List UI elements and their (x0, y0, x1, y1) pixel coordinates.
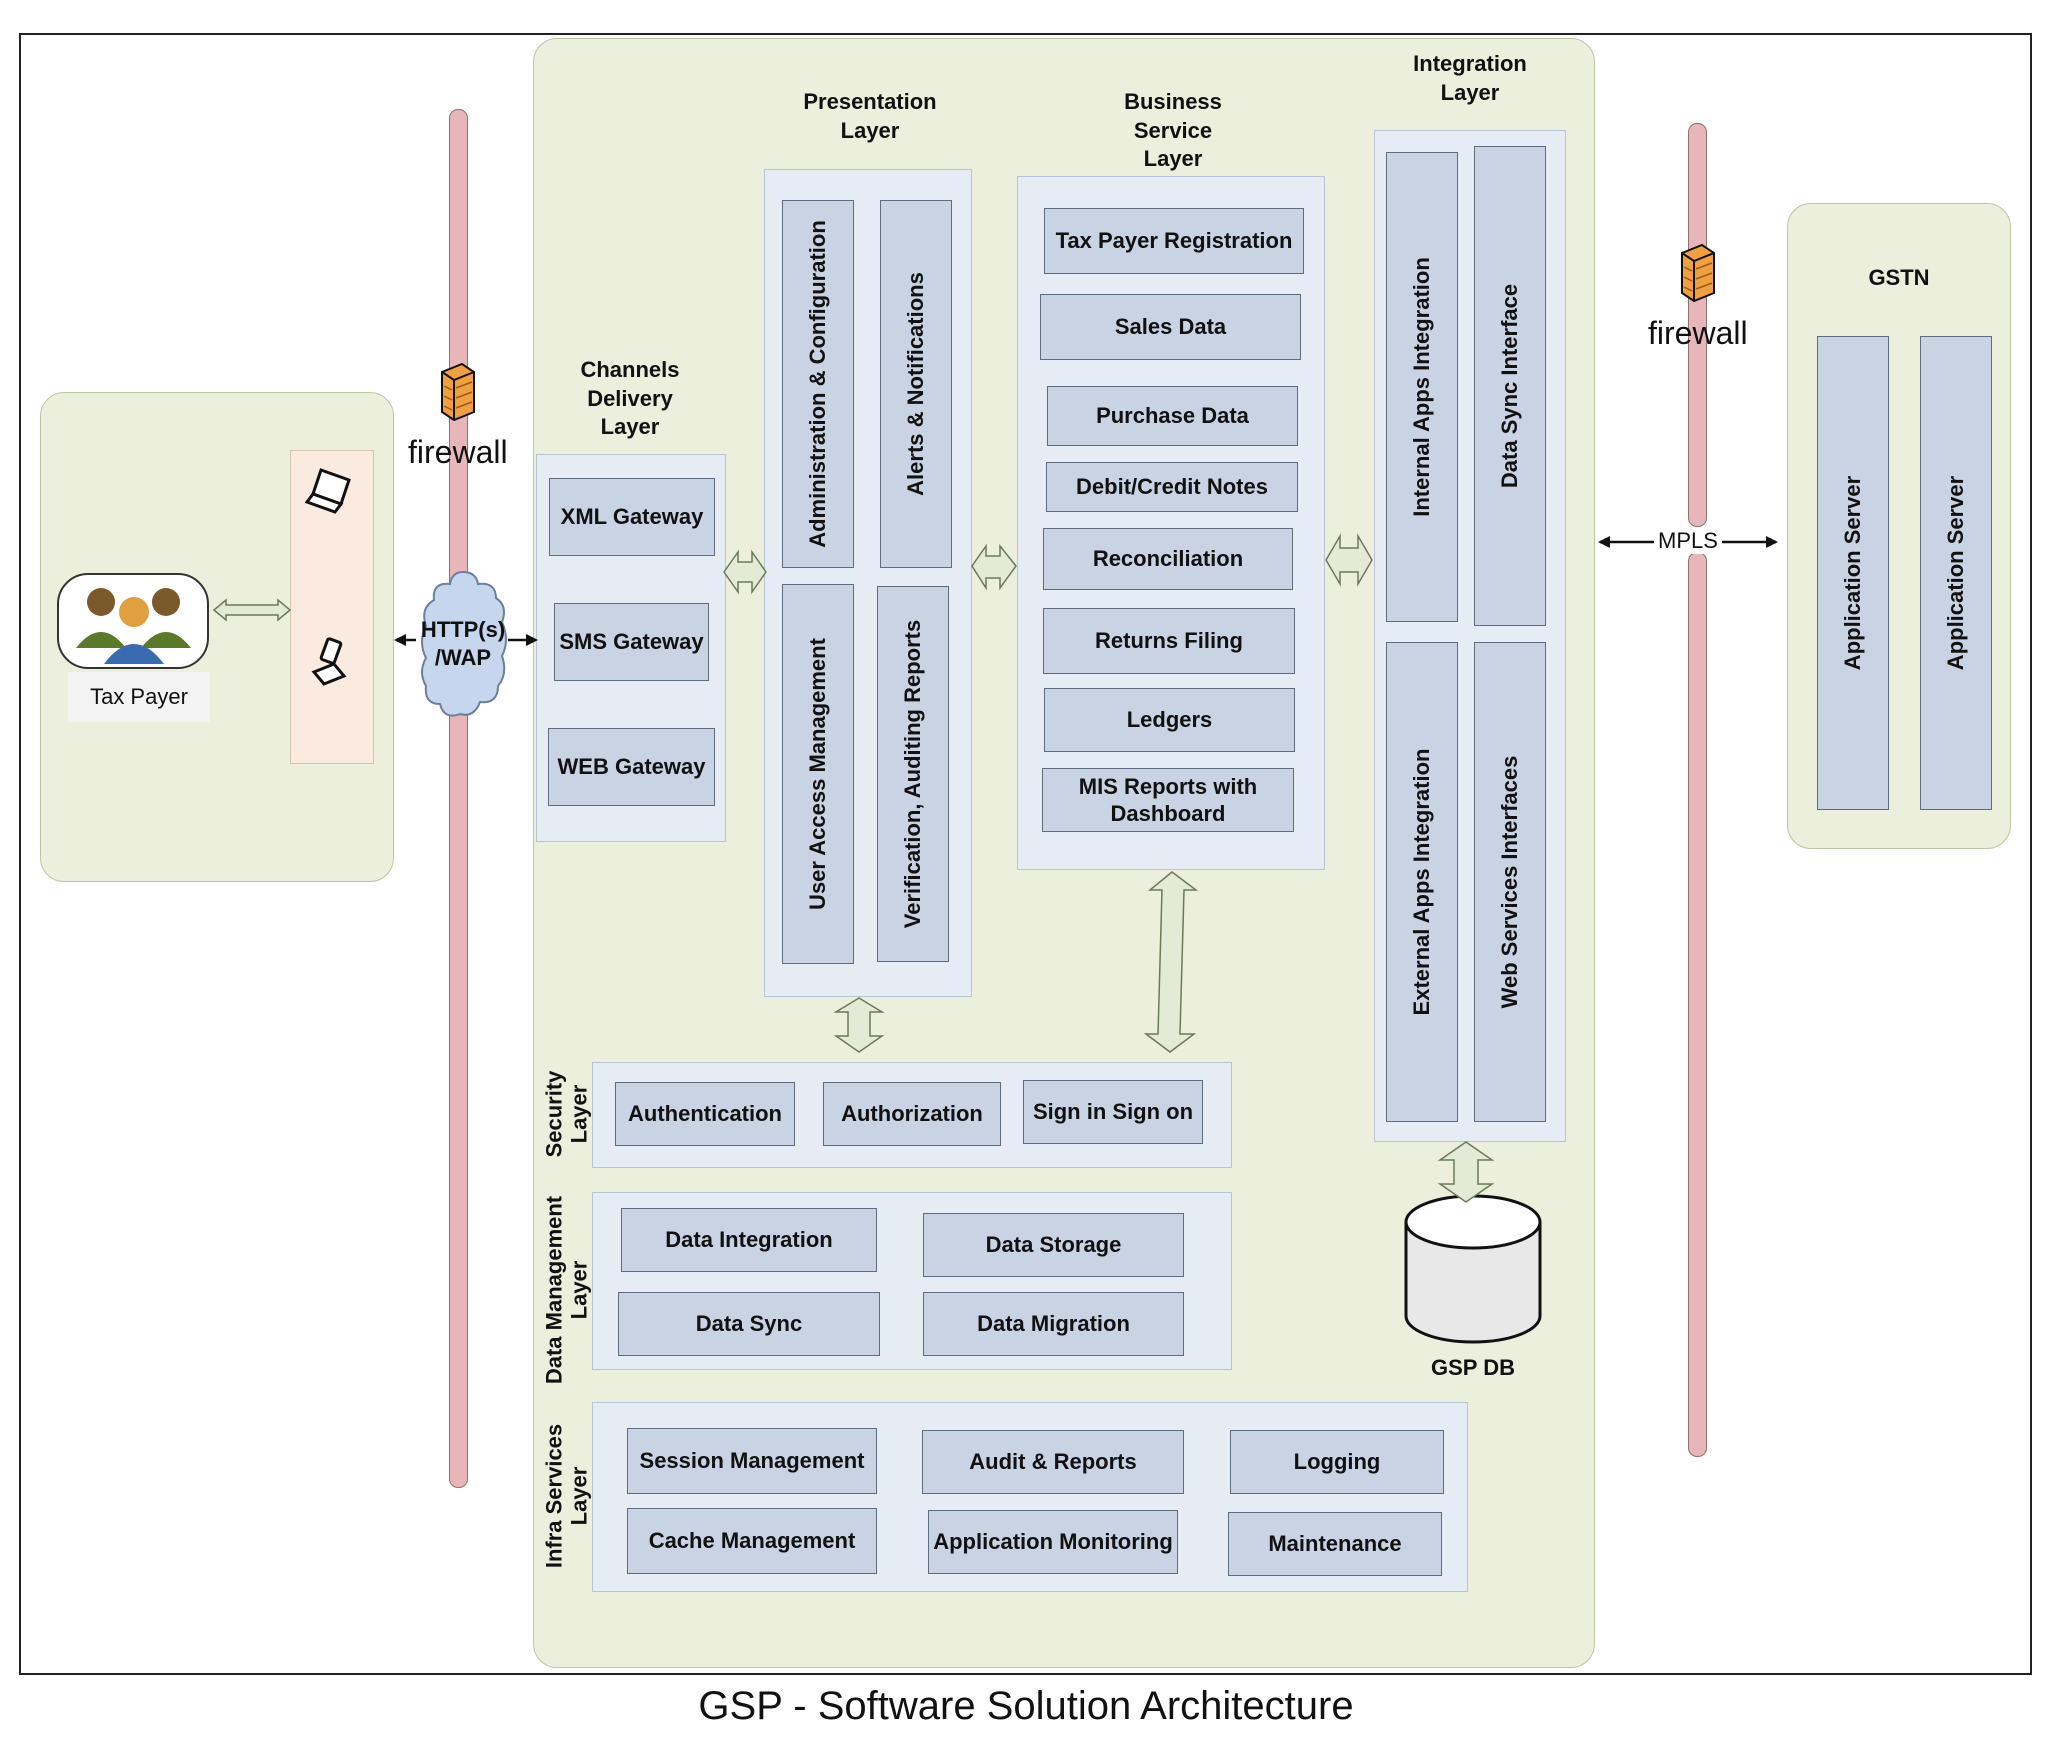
business-layer-panel (1017, 176, 1325, 870)
audit-reports-box: Audit & Reports (922, 1430, 1184, 1494)
reconciliation-box: Reconciliation (1043, 528, 1293, 590)
firewall-icon-right (1680, 243, 1716, 303)
mis-reports-box: MIS Reports with Dashboard (1042, 768, 1294, 832)
session-management-box: Session Management (627, 1428, 877, 1494)
data-integration-box: Data Integration (621, 1208, 877, 1272)
purchase-data-box: Purchase Data (1047, 386, 1298, 446)
infra-title-line: Infra Services (541, 1423, 567, 1569)
http-cloud-line2: /WAP (434, 645, 492, 670)
admin-config-label: Administration & Configuration (805, 220, 830, 548)
web-services-interfaces-label: Web Services Interfaces (1497, 755, 1522, 1009)
returns-filing-box: Returns Filing (1043, 608, 1295, 674)
application-monitoring-box: Application Monitoring (928, 1510, 1178, 1574)
data-management-title-line: Data Management (541, 1195, 567, 1385)
web-gateway-box: WEB Gateway (548, 728, 715, 806)
mis-reports-label: MIS Reports with Dashboard (1078, 773, 1258, 827)
user-access-management-label: User Access Management (805, 638, 830, 910)
user-access-management-box: User Access Management (782, 584, 854, 964)
channels-layer-title: Channels Delivery Layer (560, 356, 700, 442)
channels-title-line: Channels (580, 357, 680, 382)
tax-payer-registration-box: Tax Payer Registration (1044, 208, 1304, 274)
tax-payer-label: Tax Payer (68, 672, 210, 722)
data-sync-interface-label: Data Sync Interface (1497, 283, 1522, 489)
firewall-pipe-right-top (1688, 123, 1707, 527)
presentation-title-line: Layer (840, 117, 900, 143)
mobile-device-icon (308, 636, 352, 688)
integration-layer-title: Integration Layer (1370, 50, 1570, 107)
application-server-label: Application Server (1840, 475, 1865, 671)
data-sync-interface-box: Data Sync Interface (1474, 146, 1546, 626)
http-cloud-line1: HTTP(s) (420, 617, 506, 642)
authentication-box: Authentication (615, 1082, 795, 1146)
business-layer-title: Business Service Layer (1073, 88, 1273, 174)
verification-auditing-box: Verification, Auditing Reports (877, 586, 949, 962)
http-cloud-label: HTTP(s) /WAP (418, 616, 508, 672)
firewall-icon-left (440, 362, 476, 422)
sign-in-sign-on-box: Sign in Sign on (1023, 1080, 1203, 1144)
verification-auditing-label: Verification, Auditing Reports (900, 619, 925, 929)
cache-management-box: Cache Management (627, 1508, 877, 1574)
business-title-line: Layer (1143, 146, 1203, 172)
business-title-line: Business (1124, 89, 1222, 114)
application-server-box: Application Server (1817, 336, 1889, 810)
presentation-title-line: Presentation (803, 89, 937, 114)
gsp-db-icon (1402, 1192, 1544, 1348)
sms-gateway-box: SMS Gateway (554, 603, 709, 681)
security-layer-title: Security Layer (542, 1071, 593, 1158)
xml-gateway-box: XML Gateway (549, 478, 715, 556)
debit-credit-notes-box: Debit/Credit Notes (1046, 462, 1298, 512)
data-management-title-line: Layer (567, 1260, 592, 1320)
internal-apps-integration-label: Internal Apps Integration (1409, 257, 1434, 517)
integration-title-line: Layer (1440, 79, 1500, 105)
gstn-title: GSTN (1868, 265, 1930, 290)
ledgers-box: Ledgers (1044, 688, 1295, 752)
channels-title-line: Layer (600, 414, 660, 440)
channels-title-line: Delivery (587, 385, 673, 411)
presentation-layer-title: Presentation Layer (770, 88, 970, 145)
external-apps-integration-box: External Apps Integration (1386, 642, 1458, 1122)
business-title-line: Service (1133, 117, 1213, 143)
http-cloud-icon (418, 568, 508, 720)
infra-layer-title: Infra Services Layer (542, 1424, 593, 1568)
web-services-interfaces-box: Web Services Interfaces (1474, 642, 1546, 1122)
logging-box: Logging (1230, 1430, 1444, 1494)
application-server-label: Application Server (1943, 475, 1968, 671)
alerts-notifications-box: Alerts & Notifications (880, 200, 952, 568)
firewall-label-right: firewall (1648, 315, 1748, 351)
firewall-label-left: firewall (408, 434, 508, 470)
maintenance-box: Maintenance (1228, 1512, 1442, 1576)
diagram-caption: GSP - Software Solution Architecture (698, 1684, 1354, 1728)
data-storage-box: Data Storage (923, 1213, 1184, 1277)
external-apps-integration-label: External Apps Integration (1409, 748, 1434, 1016)
security-title-line: Layer (567, 1084, 592, 1144)
authorization-box: Authorization (823, 1082, 1001, 1146)
internal-apps-integration-box: Internal Apps Integration (1386, 152, 1458, 622)
admin-config-box: Administration & Configuration (782, 200, 854, 568)
diagram-frame (19, 33, 2032, 1675)
firewall-pipe-left (449, 109, 468, 1488)
data-sync-box: Data Sync (618, 1292, 880, 1356)
sales-data-box: Sales Data (1040, 294, 1301, 360)
alerts-notifications-label: Alerts & Notifications (903, 272, 928, 496)
mpls-label: MPLS (1654, 528, 1722, 554)
tax-payer-users-icon (56, 572, 210, 670)
gsp-db-label: GSP DB (1431, 1355, 1515, 1380)
data-management-layer-title: Data Management Layer (542, 1196, 593, 1384)
laptop-icon (304, 462, 355, 518)
integration-title-line: Integration (1413, 51, 1527, 76)
security-title-line: Security (541, 1070, 567, 1158)
firewall-pipe-right-bottom (1688, 552, 1707, 1457)
infra-title-line: Layer (567, 1466, 592, 1526)
application-server-box: Application Server (1920, 336, 1992, 810)
data-migration-box: Data Migration (923, 1292, 1184, 1356)
